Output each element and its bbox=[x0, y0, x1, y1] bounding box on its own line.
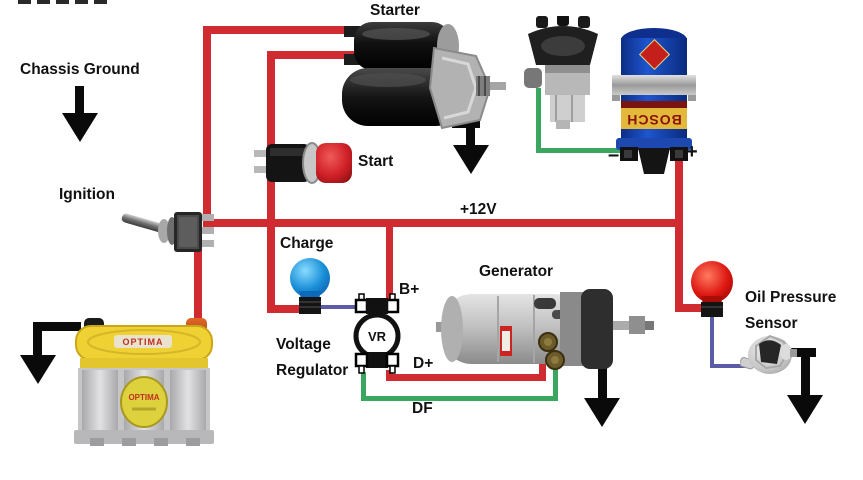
label-voltage: Voltage bbox=[276, 336, 331, 353]
wire-df-vertical-left bbox=[361, 372, 366, 401]
wire-charge-lamp-to-vr bbox=[320, 305, 362, 309]
wire-distributor-to-coil bbox=[536, 148, 630, 153]
label-b-plus: B+ bbox=[399, 281, 420, 298]
wire-df-horizontal bbox=[361, 396, 558, 401]
wire-starter-feed-vertical bbox=[203, 26, 211, 227]
label-d-plus: D+ bbox=[413, 355, 434, 372]
wire-12v-rail bbox=[203, 219, 683, 227]
wire-starter-solenoid-horizontal bbox=[267, 51, 362, 59]
label-oil-pressure: Oil Pressure bbox=[745, 289, 837, 306]
wire-start-button-vertical bbox=[267, 51, 275, 313]
wire-df-vertical-right bbox=[553, 367, 558, 401]
label-charge: Charge bbox=[280, 235, 334, 252]
wire-oil-lamp-horizontal bbox=[675, 304, 709, 312]
wire-oil-lamp-to-sensor-horizontal bbox=[710, 364, 750, 368]
label-sensor: Sensor bbox=[745, 315, 798, 332]
battery-top-brand-text: OPTIMA bbox=[123, 337, 164, 347]
start-button-image bbox=[252, 138, 356, 193]
label-start: Start bbox=[358, 153, 394, 170]
wire-battery-positive-vertical bbox=[194, 240, 202, 322]
label-regulator: Regulator bbox=[276, 362, 349, 379]
oil-pressure-sensor-image bbox=[739, 334, 798, 383]
generator-image bbox=[436, 284, 668, 381]
coil-brand-text: BOSCH bbox=[626, 112, 682, 128]
wire-distributor-vertical bbox=[536, 88, 541, 153]
label-coil-minus: – bbox=[608, 144, 620, 166]
label-12v: +12V bbox=[460, 201, 497, 218]
distributor-image bbox=[522, 14, 604, 135]
voltage-regulator-image: VR bbox=[348, 286, 406, 385]
wire-vr-bplus-vertical bbox=[386, 227, 393, 302]
wire-starter-feed-horizontal bbox=[203, 26, 366, 34]
wire-charge-lamp-horizontal bbox=[267, 305, 309, 313]
label-chassis-ground: Chassis Ground bbox=[20, 61, 140, 78]
wire-dplus-horizontal bbox=[386, 374, 546, 381]
label-df: DF bbox=[412, 400, 433, 417]
vr-text: VR bbox=[368, 329, 387, 344]
label-starter: Starter bbox=[370, 2, 420, 19]
ignition-coil-image: BOSCH bbox=[612, 26, 696, 179]
wire-coil-oil-vertical bbox=[675, 157, 683, 312]
battery-label-brand-text: OPTIMA bbox=[128, 393, 159, 402]
battery-image: OPTIMA OPTIMA bbox=[66, 312, 218, 451]
ignition-switch-image bbox=[116, 204, 220, 265]
charge-lamp-image bbox=[286, 253, 334, 322]
wire-oil-lamp-to-sensor-vertical bbox=[710, 312, 714, 368]
label-generator: Generator bbox=[479, 263, 554, 280]
label-coil-plus: + bbox=[686, 141, 698, 163]
watermark-artifact bbox=[18, 0, 110, 4]
oil-pressure-lamp-image bbox=[688, 256, 736, 323]
label-ignition: Ignition bbox=[59, 186, 115, 203]
starter-motor-image bbox=[338, 18, 508, 147]
